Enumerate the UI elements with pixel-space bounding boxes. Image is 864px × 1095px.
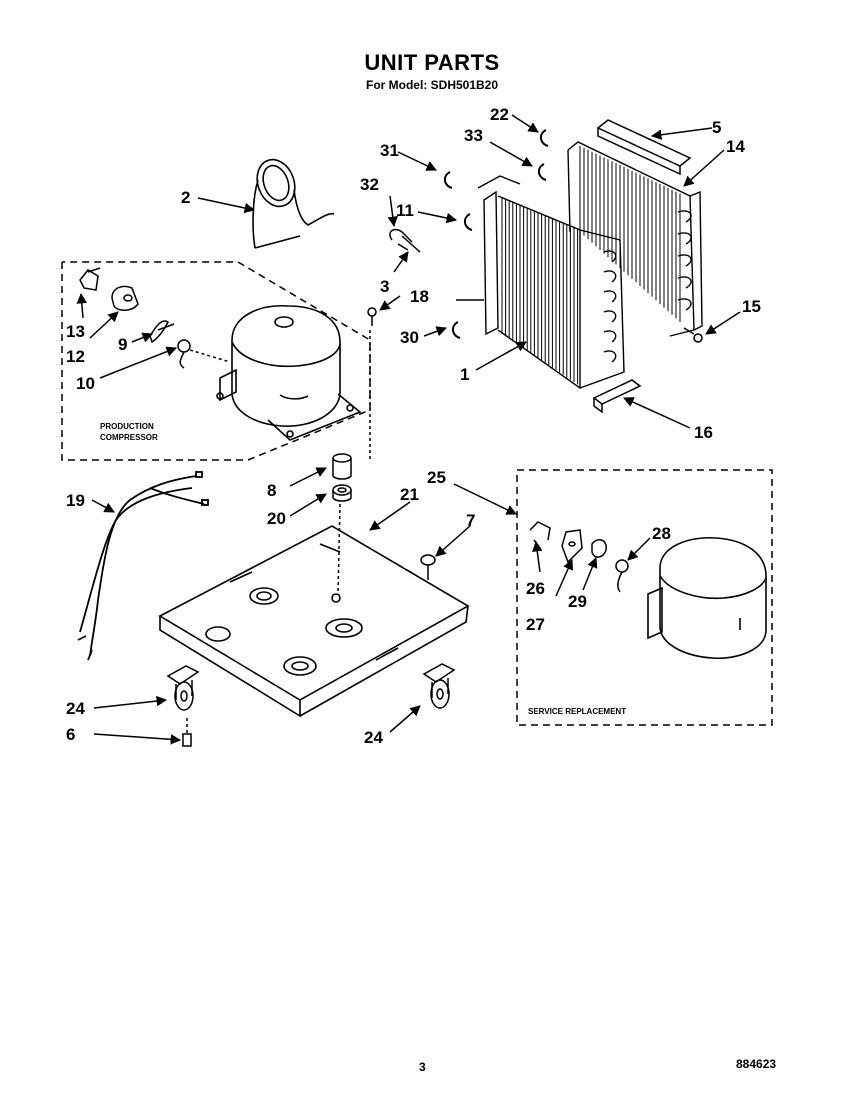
callout-15: 15 [742,297,761,316]
callout-7: 7 [466,511,475,530]
callout-24-left: 24 [66,699,85,718]
callout-30: 30 [400,328,419,347]
evaporator-fins [501,198,579,385]
callout-16: 16 [694,423,713,442]
callout-18: 18 [410,287,429,306]
callout-25: 25 [427,468,446,487]
callout-28: 28 [652,524,671,543]
callout-21: 21 [400,485,419,504]
production-label-line1: PRODUCTION [100,422,154,431]
condenser-return-bends [677,210,692,311]
callout-22: 22 [490,105,509,124]
production-compressor-box [61,261,371,461]
leveling-foot-drawing [420,554,436,580]
page-number: 3 [419,1060,426,1074]
base-pan-drawing [158,525,470,718]
compressor-accessories-drawing [79,267,231,369]
top-seal-bar-drawing [596,119,692,176]
callout-9: 9 [118,335,127,354]
page-title: UNIT PARTS [364,50,500,75]
wire-harness-drawing [77,471,209,661]
callout-8: 8 [267,481,276,500]
callout-2: 2 [181,188,190,207]
callout-31: 31 [380,141,399,160]
document-number: 884623 [736,1057,777,1071]
screw-15-drawing [683,327,703,343]
callout-14: 14 [726,137,745,156]
grommets-drawing [332,453,352,595]
model-subtitle: For Model: SDH501B20 [365,78,499,92]
callout-12: 12 [66,347,85,366]
condenser-fins [579,146,681,322]
callout-19: 19 [66,491,85,510]
clips-drawing [444,129,549,339]
callout-32: 32 [360,175,379,194]
leader-lines [76,114,741,745]
fittings-drawing [389,228,421,253]
caster-right-drawing [422,663,456,709]
callout-29: 29 [568,592,587,611]
service-replacement-box [516,469,773,726]
duct-tube-drawing [252,158,335,249]
bolt-6-drawing [182,718,192,747]
callout-27: 27 [526,615,545,634]
callout-11: 11 [396,201,414,220]
caster-left-drawing [166,665,200,711]
service-replacement-label: SERVICE REPLACEMENT [528,707,626,716]
production-compressor-drawing [216,305,362,441]
screw-18-drawing [367,307,377,460]
callout-13: 13 [66,322,85,341]
service-compressor-drawing [647,536,767,660]
callout-10: 10 [76,374,95,393]
condenser-coil-drawing [567,141,703,337]
production-label-line2: COMPRESSOR [100,433,158,442]
evaporator-coil-drawing [456,175,625,390]
callout-6: 6 [66,725,75,744]
bottom-seal-bar-drawing [592,379,642,414]
callout-3: 3 [380,277,389,296]
callout-24-right: 24 [364,728,383,747]
callout-26: 26 [526,579,545,598]
callout-1: 1 [460,365,469,384]
callout-5: 5 [712,118,721,137]
callout-33: 33 [464,126,483,145]
evaporator-return-bends [603,250,617,363]
callout-20: 20 [267,509,286,528]
